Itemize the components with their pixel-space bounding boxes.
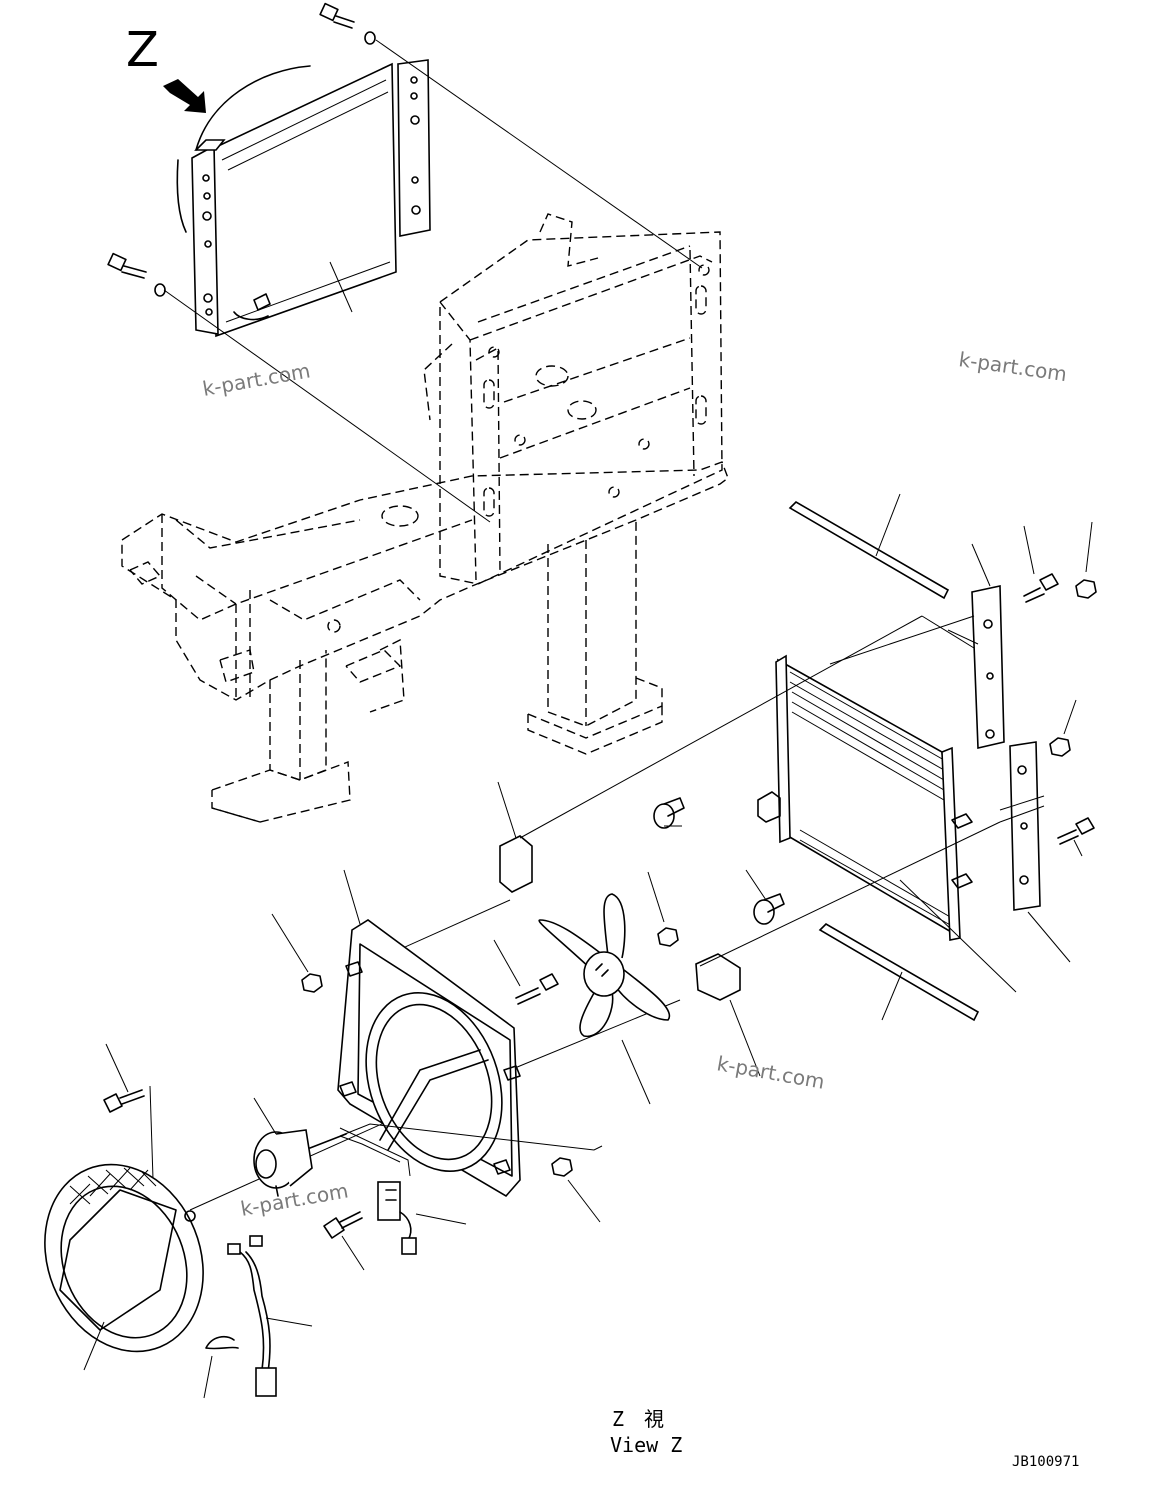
view-marker-z: Z bbox=[126, 22, 159, 78]
watermark-2: k-part.com bbox=[957, 347, 1068, 386]
watermark-1: k-part.com bbox=[201, 358, 312, 401]
fan-guard bbox=[44, 1163, 204, 1371]
seal-strip-upper bbox=[788, 493, 950, 600]
watermark-3: k-part.com bbox=[715, 1051, 826, 1094]
condenser-bolt-lower bbox=[1057, 817, 1095, 857]
radiator-assembly bbox=[176, 59, 431, 338]
wire-clip bbox=[203, 1335, 239, 1399]
fan-nut bbox=[647, 871, 679, 947]
condenser-assembly bbox=[757, 654, 1017, 993]
fan-blade bbox=[538, 893, 671, 1105]
shroud-bolt bbox=[493, 939, 559, 1005]
shroud-nut-lower bbox=[551, 1157, 601, 1223]
condenser-bolt-upper bbox=[1023, 525, 1059, 603]
view-caption-en: View Z bbox=[610, 1433, 682, 1457]
condenser-nut-lower bbox=[1049, 699, 1077, 757]
machine-frame bbox=[121, 213, 729, 823]
radiator-leader bbox=[329, 261, 353, 313]
fan-motor bbox=[253, 1097, 347, 1197]
condenser-bracket-lower bbox=[1009, 741, 1071, 963]
wire-harness bbox=[227, 1235, 313, 1397]
motor-connector bbox=[339, 1127, 467, 1255]
shroud-nut-upper bbox=[271, 913, 323, 993]
radiator-side-bolt bbox=[107, 252, 166, 297]
radiator-alignment-line-top bbox=[375, 39, 703, 269]
shroud-bracket-left bbox=[497, 781, 533, 893]
condenser-bracket-upper bbox=[971, 543, 1005, 749]
shroud-bracket-right bbox=[695, 953, 761, 1077]
motor-bolt bbox=[323, 1211, 365, 1271]
radiator-alignment-line-bottom bbox=[163, 289, 491, 523]
watermark-4: k-part.com bbox=[239, 1178, 350, 1221]
grouping-brackets bbox=[339, 1123, 603, 1163]
fan-shroud bbox=[337, 869, 521, 1198]
rubber-mount-lower bbox=[745, 869, 785, 925]
drawing-code: JB100971 bbox=[1012, 1454, 1079, 1470]
radiator-top-bolt bbox=[319, 2, 376, 45]
view-direction-arrow bbox=[163, 79, 206, 113]
condenser-nut-upper bbox=[1075, 521, 1097, 599]
guard-bolt bbox=[103, 1043, 155, 1211]
seal-strip-lower bbox=[818, 922, 980, 1022]
rubber-mount-upper bbox=[653, 797, 685, 829]
view-caption-jp: Z 視 bbox=[612, 1407, 664, 1431]
